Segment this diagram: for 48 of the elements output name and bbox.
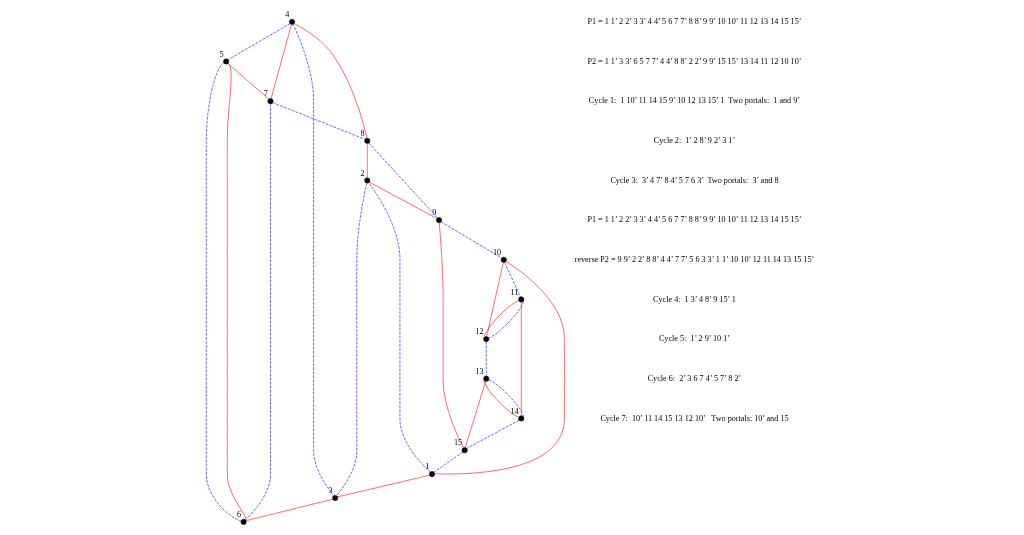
label: P2 = 1 1’ 3 3’ 6 5 7 7’ 4 4’ 8 8’ 2 2’ 9 9’ 15 15’ 13 14 11 12 10 10’ (586, 56, 801, 66)
node-circle (288, 18, 295, 25)
connector (226, 62, 246, 521)
label: Cycle 6: 2’ 3 6 7 4’ 5 7’ 8 2’ (647, 373, 741, 383)
node-label: 11 (510, 287, 518, 297)
node-circle (363, 137, 370, 144)
label: Cycle 5: 1’ 2 9’ 10 1’ (658, 334, 730, 344)
node-label: 1 (424, 462, 429, 472)
label: Cycle 1: 1 10’ 11 14 15 9’ 10 12 13 15’ 1 Two portals: 1 and 9’ (588, 96, 800, 106)
node-circle (517, 296, 524, 303)
node-label: 6 (236, 510, 241, 520)
node-circle (482, 375, 489, 382)
connector (227, 63, 269, 100)
node-circle (482, 336, 489, 342)
node-label: 8 (360, 128, 365, 138)
label: P1 = 1 1’ 2 2’ 3 3’ 4 4’ 5 6 7 7’ 8 8’ 9 9’ 10 10’ 11 12 13 14 15 15’ (586, 16, 801, 26)
node-label: 13 (474, 366, 484, 376)
node-circle (222, 58, 229, 65)
node-circle (240, 519, 247, 525)
node-circle (461, 447, 468, 454)
node-label: 14 (509, 406, 519, 416)
connector (485, 262, 504, 337)
connector (366, 143, 368, 179)
connector (227, 23, 290, 61)
node-label: 10 (492, 247, 501, 257)
connector (464, 381, 486, 448)
node-circle (517, 415, 524, 422)
node-label: 4 (284, 10, 289, 19)
label: Cycle 4: 1 3’ 4 8’ 9 15’ 1 (652, 294, 736, 304)
label: Cycle 7: 10’ 11 14 15 13 12 10’ Two portals: 10’ and 15 (599, 413, 788, 423)
connector (438, 222, 464, 448)
label: P1 = 1 1’ 2 2’ 3 3’ 4 4’ 5 6 7 7’ 8 8’ 9 9’ 10 10’ 11 12 13 14 15 15’ (586, 215, 801, 225)
node-label: 7 (263, 89, 268, 99)
node-label: 12 (474, 327, 484, 337)
label: Cycle 3: 3’ 4 7’ 8 4’ 5 7 6 3’ Two portals: 3’ and 8 (609, 175, 779, 185)
node-label: 15 (453, 438, 462, 448)
node-circle (331, 495, 338, 501)
node-circle (267, 98, 273, 105)
label: Cycle 2: 1’ 2 8’ 9 2’ 3 1’ (653, 135, 735, 145)
label: reverse P2 = 9 9’ 2 2’ 8 8’ 4 4’ 7 7’ 5 6 3 3’ 1 1’ 10 10’ 12 11 14 13 15 15’ (574, 254, 814, 264)
node-circle (428, 471, 435, 477)
node-circle (500, 256, 507, 263)
node-label: 3 (328, 486, 333, 496)
node-circle (363, 177, 370, 184)
node-label: 5 (218, 49, 224, 59)
node-label: 2 (360, 168, 365, 178)
node-label: 9 (431, 208, 436, 218)
node-circle (435, 217, 442, 224)
